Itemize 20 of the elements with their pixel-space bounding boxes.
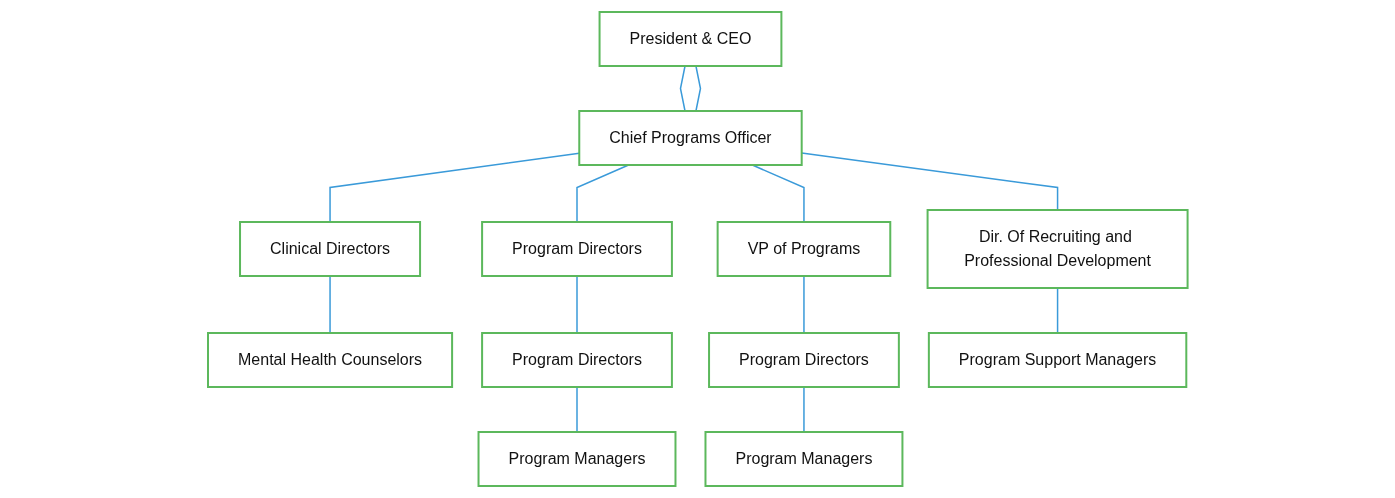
node-box: Program Directors [480,221,673,277]
node-box: Program Support Managers [927,332,1187,388]
connector [679,65,686,112]
node-box: Dir. Of Recruiting and Professional Development [926,209,1189,289]
connector [1056,287,1059,334]
node-box: Program Directors [480,332,673,388]
node-box: Program Managers [477,431,677,487]
connector [575,275,578,334]
connector [802,275,805,334]
node-box: President & CEO [598,11,783,67]
connector [329,275,331,334]
connector [802,386,805,433]
connector [575,386,578,433]
node-box: VP of Programs [716,221,891,277]
connector [694,65,701,112]
node-box: Mental Health Counselors [206,332,453,388]
node-box: Program Managers [704,431,904,487]
node-box: Chief Programs Officer [577,110,803,166]
node-box: Clinical Directors [238,221,421,277]
node-box: Program Directors [707,332,900,388]
